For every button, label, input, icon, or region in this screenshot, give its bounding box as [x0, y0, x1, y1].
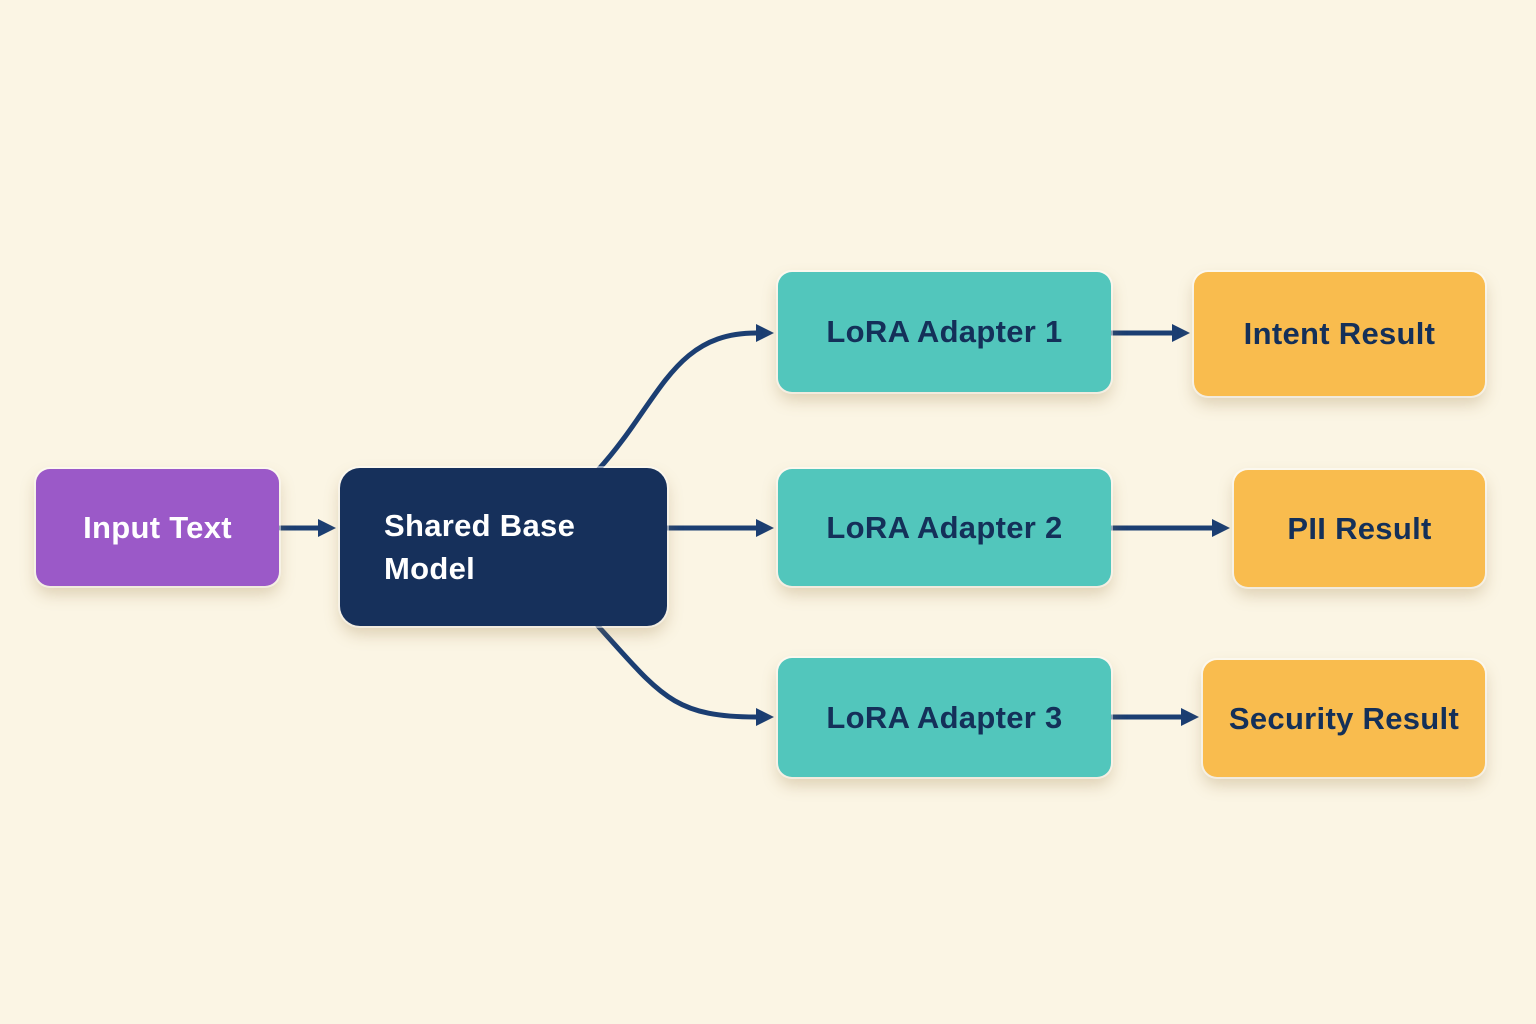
edge-base-to-adapter1 — [595, 324, 774, 473]
node-label: Intent Result — [1243, 316, 1436, 352]
edge-base-to-adapter3 — [595, 623, 774, 726]
node-input-text: Input Text — [36, 469, 279, 586]
node-label: PII Result — [1287, 510, 1432, 546]
node-label: Security Result — [1228, 700, 1460, 736]
node-label: LoRA Adapter 2 — [826, 509, 1063, 545]
node-intent-result: Intent Result — [1194, 272, 1485, 396]
node-lora-adapter-1: LoRA Adapter 1 — [778, 272, 1111, 392]
node-lora-adapter-3: LoRA Adapter 3 — [778, 658, 1111, 777]
node-pii-result: PII Result — [1234, 470, 1485, 587]
node-shared-base-model: Shared Base Model — [340, 468, 667, 626]
node-lora-adapter-2: LoRA Adapter 2 — [778, 469, 1111, 586]
node-label: Shared Base Model — [384, 507, 576, 586]
node-security-result: Security Result — [1203, 660, 1485, 777]
node-label: LoRA Adapter 3 — [826, 699, 1063, 735]
node-label: LoRA Adapter 1 — [826, 314, 1063, 350]
node-label: Input Text — [83, 509, 232, 545]
